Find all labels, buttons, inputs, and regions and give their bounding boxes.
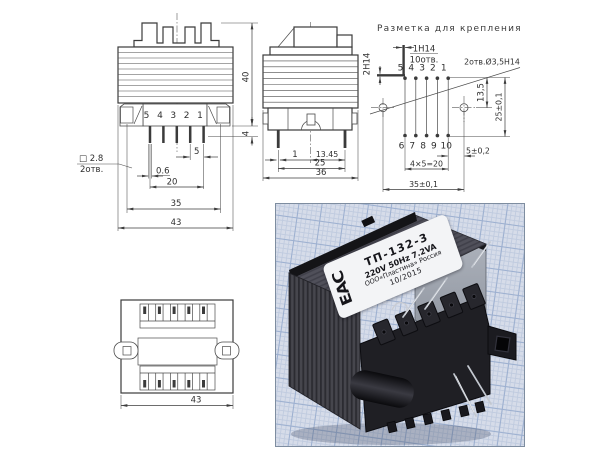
hole-leader-line	[369, 67, 521, 115]
dim-135: 13,5	[477, 83, 487, 102]
dim-25-tol: 25±0,1	[495, 93, 504, 122]
side-bracket-flange	[269, 46, 353, 56]
side-pin-left	[276, 130, 280, 148]
dim-5-tol: 5±0,2	[466, 147, 490, 156]
bottom-bottom-comb	[139, 365, 216, 391]
side-bracket-step	[336, 34, 353, 48]
shrink-tube	[350, 370, 414, 408]
hole-note-2: 2отв.	[80, 165, 103, 175]
tower-screws	[381, 294, 477, 335]
mount-pin-5: 5	[398, 64, 404, 74]
mounting-view: Разметка для крепления 1Н14 10отв. 2Н14 …	[363, 24, 522, 192]
front-dimensions: 40 4 5 0.6 20 35 43 □ 2.8 2отв.	[77, 22, 258, 231]
mounting-title: Разметка для крепления	[377, 24, 522, 34]
dim-bottom-width-43: 43	[191, 396, 202, 406]
bottom-dimensions: 43	[120, 395, 234, 409]
mount-bottom-pin-numbers: 6 7 8 9 10	[399, 142, 453, 152]
mounting-dimensions: 13,5 25±0,1 5±0,2 4×5=20 35±0,1	[382, 77, 510, 192]
front-pin-3: 3	[170, 111, 176, 121]
front-top-bracket	[133, 22, 220, 48]
side-bracket-top	[293, 26, 338, 48]
mount-pin-4: 4	[408, 64, 414, 74]
side-dimensions: 1 13.45 25 36	[262, 110, 359, 181]
transformer-shadow	[291, 423, 491, 445]
front-right-foot	[206, 103, 231, 127]
mount-pin-1: 1	[441, 64, 447, 74]
dim-35-tol: 35±0,1	[409, 180, 438, 189]
side-view: 1 13.45 25 36	[262, 22, 359, 181]
slot-height-note: 2Н14	[363, 53, 373, 76]
front-right-ear-section	[216, 106, 230, 124]
dim-pitch-5: 5	[194, 147, 199, 157]
dim-depth-36: 36	[316, 168, 327, 178]
front-left-foot	[119, 103, 144, 127]
dim-center-1345: 13.45	[316, 150, 338, 159]
front-laminations	[118, 52, 233, 97]
mounting-lug-hole	[494, 335, 511, 353]
hole-diameter-note: 2отв.Ø3,5Н14	[464, 58, 520, 67]
dim-pin-row-25: 25	[315, 159, 326, 169]
bobbin-assembly	[350, 241, 517, 434]
mount-pin-3: 3	[419, 64, 425, 74]
dim-standoff-4: 4	[242, 131, 252, 136]
front-core-body	[117, 46, 234, 104]
side-laminations	[263, 60, 358, 103]
dim-width-43: 43	[171, 218, 182, 228]
hole-note: □ 2.8	[79, 154, 103, 164]
mount-pin-8: 8	[420, 142, 426, 152]
front-pin-numbers: 5 4 3 2 1	[144, 111, 203, 121]
product-photo: ЕАС ТП-132-3 220V 50Hz 7.2VA ООО«Пластин…	[275, 203, 525, 447]
holes-count-note: 10отв.	[410, 56, 439, 66]
side-pin-right	[343, 130, 347, 148]
bottom-right-lug	[214, 341, 240, 360]
front-pin-2: 2	[184, 111, 190, 121]
dim-pin-width: 0.6	[156, 167, 170, 177]
dim-pitch-eq: 4×5=20	[410, 160, 443, 169]
dim-pin-dia-1: 1	[292, 150, 297, 160]
side-left-tab	[262, 112, 269, 125]
core-clamp-left	[289, 212, 417, 279]
bobbin-feet	[386, 400, 486, 434]
mount-pin-2: 2	[430, 64, 436, 74]
bottom-view: 43	[113, 299, 240, 409]
bottom-left-lug	[113, 341, 139, 360]
pin-highlights	[404, 244, 489, 413]
mount-pin-6: 6	[399, 142, 405, 152]
front-pin-1: 1	[197, 111, 203, 121]
front-pins	[148, 126, 205, 143]
bottom-left-lug-hole	[122, 346, 132, 356]
mount-pin-10: 10	[440, 142, 452, 152]
side-core-body	[262, 54, 359, 109]
front-pin-5: 5	[144, 111, 150, 121]
side-right-tab	[351, 112, 358, 125]
mount-pin-7: 7	[409, 142, 415, 152]
mount-pin-9: 9	[431, 142, 437, 152]
core-clamp-nub	[361, 215, 376, 228]
wire-curl	[391, 302, 408, 313]
dim-hole-span-35: 35	[171, 199, 182, 209]
mount-pin-lines	[403, 76, 451, 138]
dim-height-40: 40	[242, 72, 252, 83]
mount-top-pin-numbers: 5 4 3 2 1	[398, 64, 447, 74]
front-left-ear-section	[120, 106, 134, 124]
side-center-boss	[306, 113, 316, 126]
bottom-right-lug-hole	[222, 346, 231, 356]
front-view: 5 4 3 2 1 40 4 5 0.6	[77, 13, 258, 231]
slot-width-note: 1Н14	[413, 45, 436, 55]
bottom-top-comb	[139, 303, 216, 329]
front-pin-4: 4	[157, 111, 163, 121]
dim-pin-span-20: 20	[167, 178, 178, 188]
